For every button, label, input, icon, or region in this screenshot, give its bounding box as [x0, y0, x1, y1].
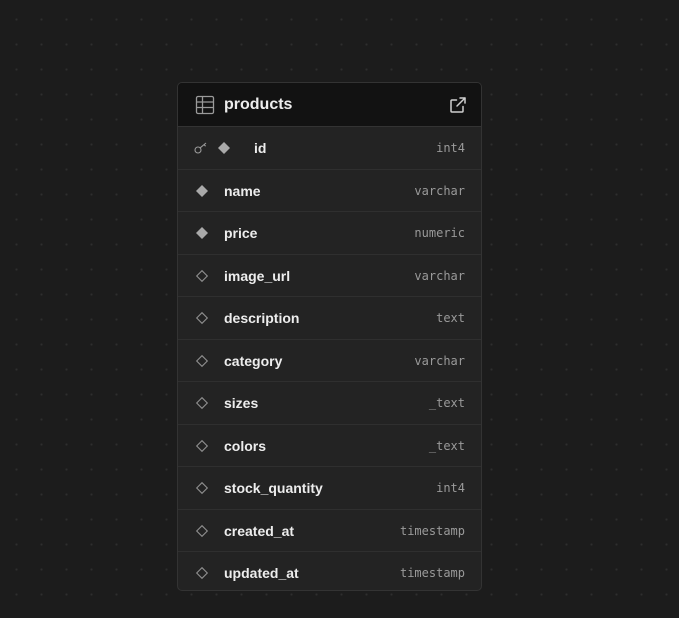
column-name: category	[224, 352, 283, 369]
primary-key-icon	[194, 142, 207, 154]
column-row-id[interactable]: id int4	[178, 127, 481, 170]
table-node-card[interactable]: products id int4 name varchar price numeric im…	[177, 82, 482, 591]
column-name: created_at	[224, 522, 295, 539]
column-name: description	[224, 310, 300, 326]
column-type: text	[436, 311, 465, 325]
column-row-name[interactable]: name varchar	[178, 170, 481, 212]
diamond-outline-icon	[195, 269, 209, 282]
column-name: name	[224, 182, 261, 199]
column-type: timestamp	[399, 523, 465, 538]
column-type: _text	[428, 438, 465, 453]
column-name: stock_quantity	[224, 480, 323, 496]
column-type: int4	[436, 141, 465, 155]
table-title: products	[224, 96, 293, 113]
column-row-price[interactable]: price numeric	[178, 212, 481, 255]
diamond-outline-icon	[195, 396, 209, 410]
column-name: updated_at	[224, 565, 299, 581]
column-type: varchar	[414, 268, 465, 283]
column-row-description[interactable]: description text	[178, 297, 481, 340]
column-row-updated_at[interactable]: updated_at timestamp	[178, 552, 481, 590]
diamond-outline-icon	[195, 524, 209, 537]
column-type: _text	[428, 396, 465, 410]
diamond-outline-icon	[195, 566, 209, 580]
table-icon	[195, 95, 215, 115]
column-row-image_url[interactable]: image_url varchar	[178, 255, 481, 297]
column-row-colors[interactable]: colors _text	[178, 425, 481, 467]
diamond-outline-icon	[195, 311, 209, 325]
column-row-created_at[interactable]: created_at timestamp	[178, 510, 481, 552]
table-header: products	[178, 83, 481, 127]
column-type: numeric	[414, 226, 465, 240]
diamond-filled-icon	[196, 227, 208, 239]
column-type: varchar	[414, 353, 465, 368]
column-name: price	[224, 225, 258, 241]
column-type: int4	[436, 481, 465, 495]
column-type: varchar	[414, 183, 465, 198]
column-name: image_url	[224, 267, 291, 284]
column-row-stock_quantity[interactable]: stock_quantity int4	[178, 467, 481, 510]
diamond-outline-icon	[195, 439, 209, 452]
diamond-filled-icon	[218, 142, 230, 154]
column-name: sizes	[224, 395, 259, 411]
column-row-category[interactable]: category varchar	[178, 340, 481, 382]
diamond-filled-icon	[196, 184, 208, 197]
column-name: colors	[224, 437, 267, 454]
diamond-outline-icon	[195, 481, 209, 495]
column-row-sizes[interactable]: sizes _text	[178, 382, 481, 425]
column-type: timestamp	[399, 566, 465, 580]
diamond-outline-icon	[195, 354, 209, 367]
column-name: id	[254, 140, 267, 156]
external-link-icon[interactable]	[449, 96, 467, 114]
